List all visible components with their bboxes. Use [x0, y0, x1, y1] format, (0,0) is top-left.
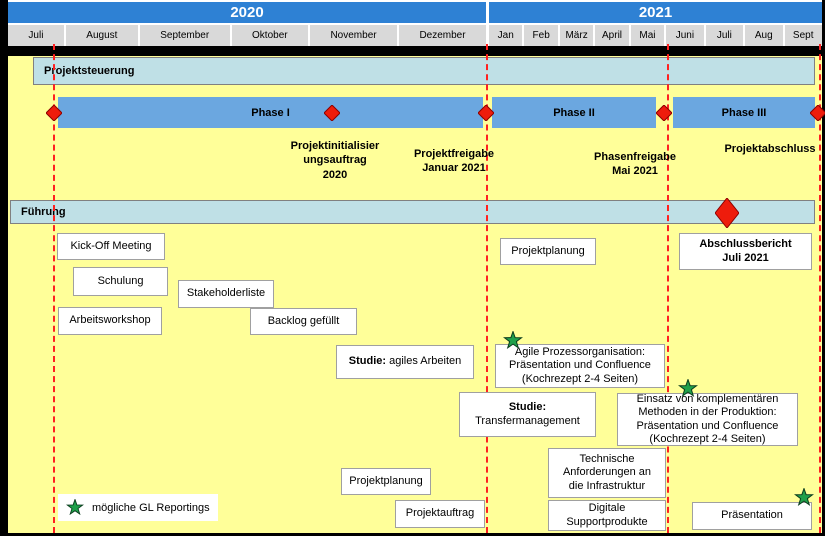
months-2021-row: Jan Feb März April Mai Juni Juli Aug Sep…	[489, 25, 822, 46]
month-cell: Juni	[666, 25, 704, 46]
milestone-diamond-icon	[656, 105, 672, 121]
dashed-guideline-mai-2021	[667, 44, 669, 533]
milestone-phasenfreigabe: Phasenfreigabe Mai 2021	[594, 151, 676, 178]
month-cell: Jan	[489, 25, 523, 46]
task-studie-agiles-arbeiten: Studie: agiles Arbeiten	[336, 345, 474, 379]
dashed-guideline-sept-2021	[819, 44, 821, 533]
month-cell: Sept	[784, 25, 822, 46]
legend-label: mögliche GL Reportings	[92, 501, 210, 514]
months-2020-row: Juli August September Oktober November D…	[8, 25, 486, 46]
task-stakeholderliste: Stakeholderliste	[178, 280, 274, 308]
month-cell: Oktober	[231, 25, 309, 46]
milestone-projektinitialisierungsauftrag: Projektinitialisier ungsauftrag 2020	[290, 140, 380, 181]
month-cell: August	[65, 25, 138, 46]
month-cell: Feb	[524, 25, 558, 46]
phase-2-label: Phase II	[553, 106, 595, 119]
month-cell: Aug	[745, 25, 783, 46]
month-cell: Mai	[630, 25, 665, 46]
milestone-diamond-icon	[478, 105, 494, 121]
task-studie-transfermanagement-text: Studie:Transfermanagement	[475, 401, 580, 427]
phase-2-bar: Phase II	[492, 97, 656, 128]
month-cell: Juli	[8, 25, 64, 46]
task-studie-agiles-arbeiten-text: Studie: agiles Arbeiten	[348, 355, 462, 368]
month-cell: Juli	[705, 25, 744, 46]
milestone-diamond-icon	[46, 105, 62, 121]
lane-projektsteuerung: Projektsteuerung	[33, 57, 815, 85]
dashed-guideline-januar-2021	[486, 44, 488, 533]
milestone-projektfreigabe: Projektfreigabe Januar 2021	[413, 148, 495, 175]
milestone-diamond-large-icon	[715, 198, 739, 228]
task-arbeitsworkshop: Arbeitsworkshop	[58, 307, 162, 335]
task-praesentation: Präsentation	[692, 502, 812, 530]
task-projektplanung-2021: Projektplanung	[500, 238, 596, 265]
month-cell: November	[310, 25, 398, 46]
task-projektplanung-2020: Projektplanung	[341, 468, 431, 495]
task-backlog-gefuellt: Backlog gefüllt	[250, 308, 357, 335]
lane-projektsteuerung-label: Projektsteuerung	[44, 65, 135, 77]
phase-3-label: Phase III	[721, 106, 767, 119]
month-cell: April	[595, 25, 629, 46]
phase-1-label: Phase I	[251, 106, 290, 119]
dashed-guideline-juli-2020	[53, 44, 55, 533]
task-einsatz-komplementaere-methoden: Einsatz von komplementären Methoden in d…	[617, 393, 798, 446]
milestone-projektabschluss: Projektabschluss	[724, 143, 816, 155]
milestone-diamond-icon	[810, 105, 825, 121]
phase-1-bar: Phase I	[58, 97, 483, 128]
lane-fuehrung-label: Führung	[21, 206, 66, 218]
task-studie-transfermanagement: Studie:Transfermanagement	[459, 392, 596, 437]
task-projektauftrag: Projektauftrag	[395, 500, 485, 528]
task-digitale-supportprodukte: Digitale Supportprodukte	[548, 500, 666, 531]
year-2021-label: 2021	[638, 4, 673, 21]
task-agile-prozessorganisation: Agile Prozessorganisation: Präsentation …	[495, 344, 665, 388]
month-cell: September	[139, 25, 230, 46]
gl-reporting-star-icon	[66, 499, 84, 516]
month-cell: Dezember	[399, 25, 486, 46]
gl-reporting-star-icon	[503, 331, 523, 350]
year-2020-label: 2020	[230, 4, 264, 21]
task-technische-anforderungen: Technische Anforderungen an die Infrastr…	[548, 448, 666, 498]
year-2020-bar: 2020	[8, 2, 486, 23]
legend: mögliche GL Reportings	[58, 494, 218, 521]
year-2021-bar: 2021	[489, 2, 822, 23]
task-kickoff-meeting: Kick-Off Meeting	[57, 233, 165, 260]
task-schulung: Schulung	[73, 267, 168, 296]
gl-reporting-star-icon	[678, 379, 698, 398]
phase-3-bar: Phase III	[673, 97, 815, 128]
gl-reporting-star-icon	[794, 488, 814, 507]
lane-fuehrung: Führung	[10, 200, 815, 224]
month-cell: März	[559, 25, 594, 46]
milestone-diamond-icon	[324, 105, 340, 121]
timeline-header: 2020 2021 Juli August September Oktober …	[8, 0, 822, 46]
task-abschlussbericht: Abschlussbericht Juli 2021	[679, 233, 812, 270]
